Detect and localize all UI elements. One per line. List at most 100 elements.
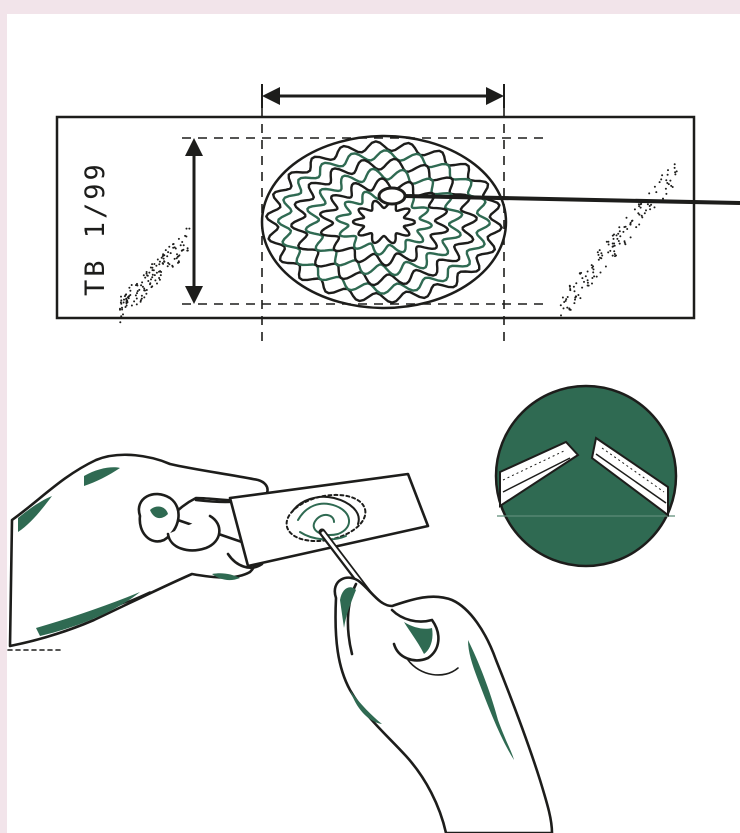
stipple-dot — [140, 301, 142, 303]
slide-label: TB 1/99 — [80, 161, 111, 296]
stipple-dot — [630, 224, 632, 226]
stipple-dot — [186, 228, 188, 230]
stipple-dot — [579, 272, 581, 274]
stipple-dot — [128, 287, 130, 289]
stipple-dot — [581, 277, 583, 279]
stipple-dot — [147, 280, 149, 282]
stipple-dot — [162, 263, 164, 265]
stipple-dot — [618, 226, 620, 228]
stipple-dot — [157, 259, 159, 261]
stipple-dot — [634, 208, 636, 210]
stipple-dot — [122, 313, 124, 315]
stipple-dot — [655, 191, 657, 193]
stipple-dot — [174, 258, 176, 260]
stipple-dot — [573, 302, 575, 304]
stipple-dot — [613, 238, 615, 240]
stipple-dot — [569, 286, 571, 288]
stipple-dot — [574, 299, 576, 301]
stipple-dot — [569, 289, 571, 291]
stipple-dot — [187, 250, 189, 252]
stipple-dot — [133, 300, 135, 302]
stipple-dot — [143, 288, 145, 290]
stipple-dot — [585, 275, 587, 277]
stipple-dot — [124, 295, 126, 297]
stipple-dot — [568, 308, 570, 310]
stipple-dot — [152, 274, 154, 276]
stipple-dot — [180, 244, 182, 246]
stipple-dot — [562, 297, 564, 299]
stipple-dot — [131, 305, 133, 307]
stipple-dot — [638, 205, 640, 207]
stipple-dot — [674, 163, 676, 165]
stipple-dot — [187, 247, 189, 249]
stipple-dot — [151, 267, 153, 269]
stipple-dot — [615, 255, 617, 257]
stipple-dot — [149, 283, 151, 285]
stipple-dot — [159, 270, 161, 272]
left-border — [0, 0, 7, 833]
stipple-dot — [614, 245, 616, 247]
stipple-dot — [575, 295, 577, 297]
stipple-dot — [143, 274, 145, 276]
stipple-dot — [649, 208, 651, 210]
stipple-dot — [160, 274, 162, 276]
stipple-dot — [120, 299, 122, 301]
stipple-dot — [609, 250, 611, 252]
stipple-dot — [612, 235, 614, 237]
stipple-dot — [156, 283, 158, 285]
stipple-dot — [156, 272, 158, 274]
top-border — [0, 0, 740, 14]
stipple-dot — [597, 251, 599, 253]
stipple-dot — [607, 251, 609, 253]
stipple-dot — [593, 268, 595, 270]
stipple-dot — [178, 238, 180, 240]
stipple-dot — [591, 283, 593, 285]
stipple-dot — [159, 279, 161, 281]
stipple-dot — [670, 185, 672, 187]
stipple-dot — [173, 243, 175, 245]
stipple-dot — [143, 289, 145, 291]
stipple-dot — [640, 203, 642, 205]
slide-diagram: TB 1/99 — [57, 84, 740, 345]
stipple-dot — [168, 246, 170, 248]
stipple-dot — [617, 233, 619, 235]
stipple-dot — [151, 263, 153, 265]
stipple-dot — [599, 257, 601, 259]
stipple-dot — [600, 252, 602, 254]
smearing-scene — [8, 455, 552, 833]
stipple-dot — [641, 216, 643, 218]
stipple-dot — [146, 289, 148, 291]
stipple-dot — [136, 298, 138, 300]
stipple-dot — [669, 180, 671, 182]
stipple-dot — [592, 271, 594, 273]
stipple-dot — [587, 279, 589, 281]
stipple-dot — [583, 281, 585, 283]
stipple-dot — [121, 307, 123, 309]
stipple-dot — [667, 174, 669, 176]
stipple-dot — [154, 274, 156, 276]
right-hand-icon — [335, 578, 552, 833]
stipple-dot — [167, 262, 169, 264]
stipple-dot — [631, 220, 633, 222]
stipple-dot — [647, 203, 649, 205]
stipple-dot — [136, 292, 138, 294]
stipple-dot — [601, 255, 603, 257]
stipple-dot — [665, 188, 667, 190]
stipple-dot — [175, 248, 177, 250]
stipple-dot — [587, 285, 589, 287]
stipple-dot — [140, 284, 142, 286]
stipple-dot — [618, 240, 620, 242]
stipple-dot — [167, 251, 169, 253]
stipple-dot — [163, 261, 165, 263]
stipple-dot — [649, 205, 651, 207]
stipple-dot — [146, 275, 148, 277]
stipple-dot — [152, 269, 154, 271]
stipple-dot — [158, 277, 160, 279]
stipple-dot — [613, 250, 615, 252]
stipple-dot — [135, 294, 137, 296]
stipple-dot — [648, 192, 650, 194]
stipple-dot — [575, 282, 577, 284]
stipple-dot — [591, 277, 593, 279]
stipple-dot — [660, 178, 662, 180]
